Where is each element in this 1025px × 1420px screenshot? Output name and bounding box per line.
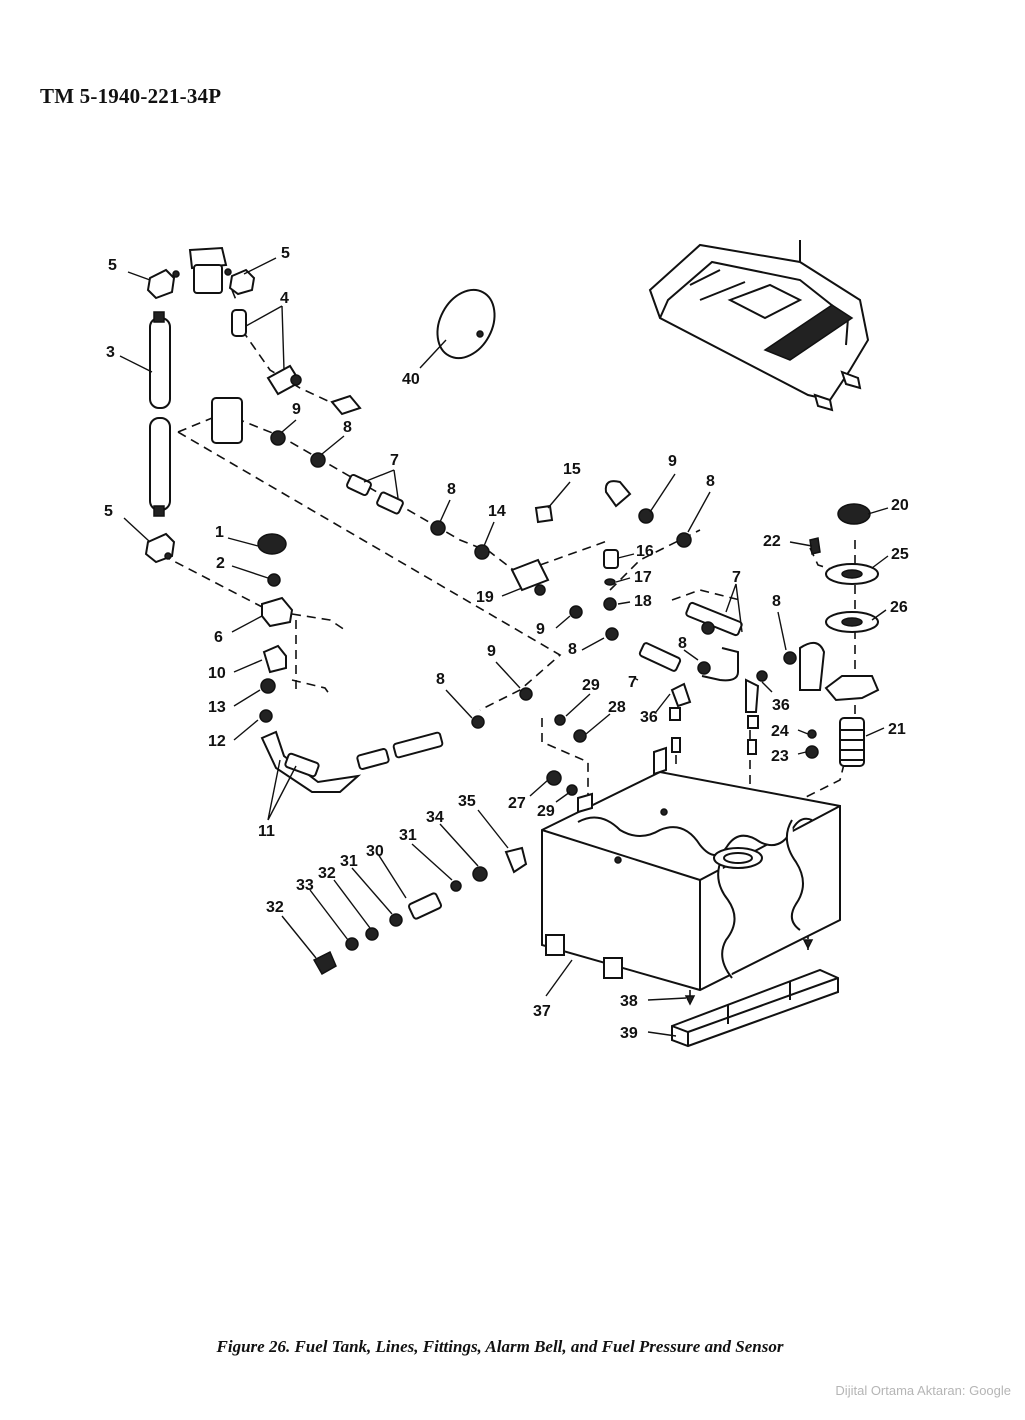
callout-label: 29 <box>537 803 555 820</box>
fuel-filter-assembly <box>146 246 256 300</box>
callout-label: 8 <box>447 481 456 498</box>
callout-label: 6 <box>214 629 223 646</box>
hose-right-upper <box>604 480 692 548</box>
hose-lower-left <box>260 730 444 793</box>
callout-label: 1 <box>215 524 224 541</box>
callout-label: 9 <box>536 621 545 638</box>
callout-label: 7 <box>732 569 741 586</box>
callout-label: 10 <box>208 665 226 682</box>
tee-fitting-lower <box>144 532 176 564</box>
drain-fitting-chain <box>312 846 528 976</box>
callout-label: 26 <box>890 599 908 616</box>
callout-label: 13 <box>208 699 226 716</box>
fitting-chain-upper <box>211 397 550 596</box>
callout-label: 8 <box>706 473 715 490</box>
callout-label: 11 <box>258 823 275 840</box>
callout-label: 25 <box>891 546 909 563</box>
callout-label: 8 <box>436 671 445 688</box>
hose-upper <box>231 309 362 416</box>
callout-label: 19 <box>476 589 494 606</box>
callout-labels: 5 5 4 3 40 9 8 7 5 1 2 8 14 15 9 8 20 22… <box>104 245 909 1042</box>
fuel-tank <box>541 746 841 992</box>
callout-label: 15 <box>563 461 581 478</box>
callout-label: 8 <box>678 635 687 652</box>
vehicle-locator-illustration <box>648 240 870 412</box>
callout-label: 3 <box>106 344 115 361</box>
callout-label: 8 <box>772 593 781 610</box>
callout-label: 29 <box>582 677 600 694</box>
callout-label: 16 <box>636 543 654 560</box>
callout-label: 7 <box>390 452 399 469</box>
callout-label: 8 <box>343 419 352 436</box>
callout-label: 36 <box>640 709 658 726</box>
callout-label: 9 <box>487 643 496 660</box>
fitting-chain-middle <box>569 601 826 755</box>
document-number: TM 5-1940-221-34P <box>40 84 222 108</box>
fitting-stack-left <box>257 533 294 723</box>
callout-label: 21 <box>888 721 906 738</box>
callout-label: 18 <box>634 593 652 610</box>
callout-label: 27 <box>508 795 526 812</box>
callout-label: 22 <box>763 533 781 550</box>
callout-label: 17 <box>634 569 652 586</box>
callout-label: 31 <box>399 827 417 844</box>
callout-label: 14 <box>488 503 506 520</box>
callout-label: 9 <box>292 401 301 418</box>
callout-label: 38 <box>620 993 638 1010</box>
callout-label: 31 <box>340 853 358 870</box>
callout-label: 5 <box>104 503 113 520</box>
vertical-fuel-tube <box>149 311 171 517</box>
callout-label: 28 <box>608 699 626 716</box>
callout-label: 8 <box>568 641 577 658</box>
callout-label: 33 <box>296 877 314 894</box>
callout-leader-lines <box>119 257 889 1037</box>
callout-label: 36 <box>772 697 790 714</box>
callout-label: 32 <box>318 865 336 882</box>
callout-label: 5 <box>281 245 290 262</box>
callout-label: 23 <box>771 748 789 765</box>
callout-label: 4 <box>280 290 289 307</box>
callout-label: 34 <box>426 809 444 826</box>
tank-skid-rails <box>671 939 839 1048</box>
callout-label: 39 <box>620 1025 638 1042</box>
digitization-watermark: Dijital Ortama Aktaran: Google <box>835 1383 1011 1398</box>
callout-label: 9 <box>668 453 677 470</box>
callout-label: 20 <box>891 497 909 514</box>
callout-label: 32 <box>266 899 284 916</box>
callout-label: 7 <box>628 674 637 691</box>
callout-label: 30 <box>366 843 384 860</box>
callout-label: 2 <box>216 555 225 572</box>
sensor-stack <box>805 503 880 767</box>
callout-label: 35 <box>458 793 476 810</box>
callout-label: 24 <box>771 723 789 740</box>
figure-caption: Figure 26. Fuel Tank, Lines, Fittings, A… <box>216 1337 784 1356</box>
fitting-chain-lower <box>471 687 587 796</box>
callout-label: 12 <box>208 733 226 750</box>
callout-label: 5 <box>108 257 117 274</box>
gauge-disc <box>436 288 496 360</box>
fitting-stack-center <box>534 504 619 611</box>
callout-label: 40 <box>402 371 420 388</box>
callout-label: 37 <box>533 1003 551 1020</box>
